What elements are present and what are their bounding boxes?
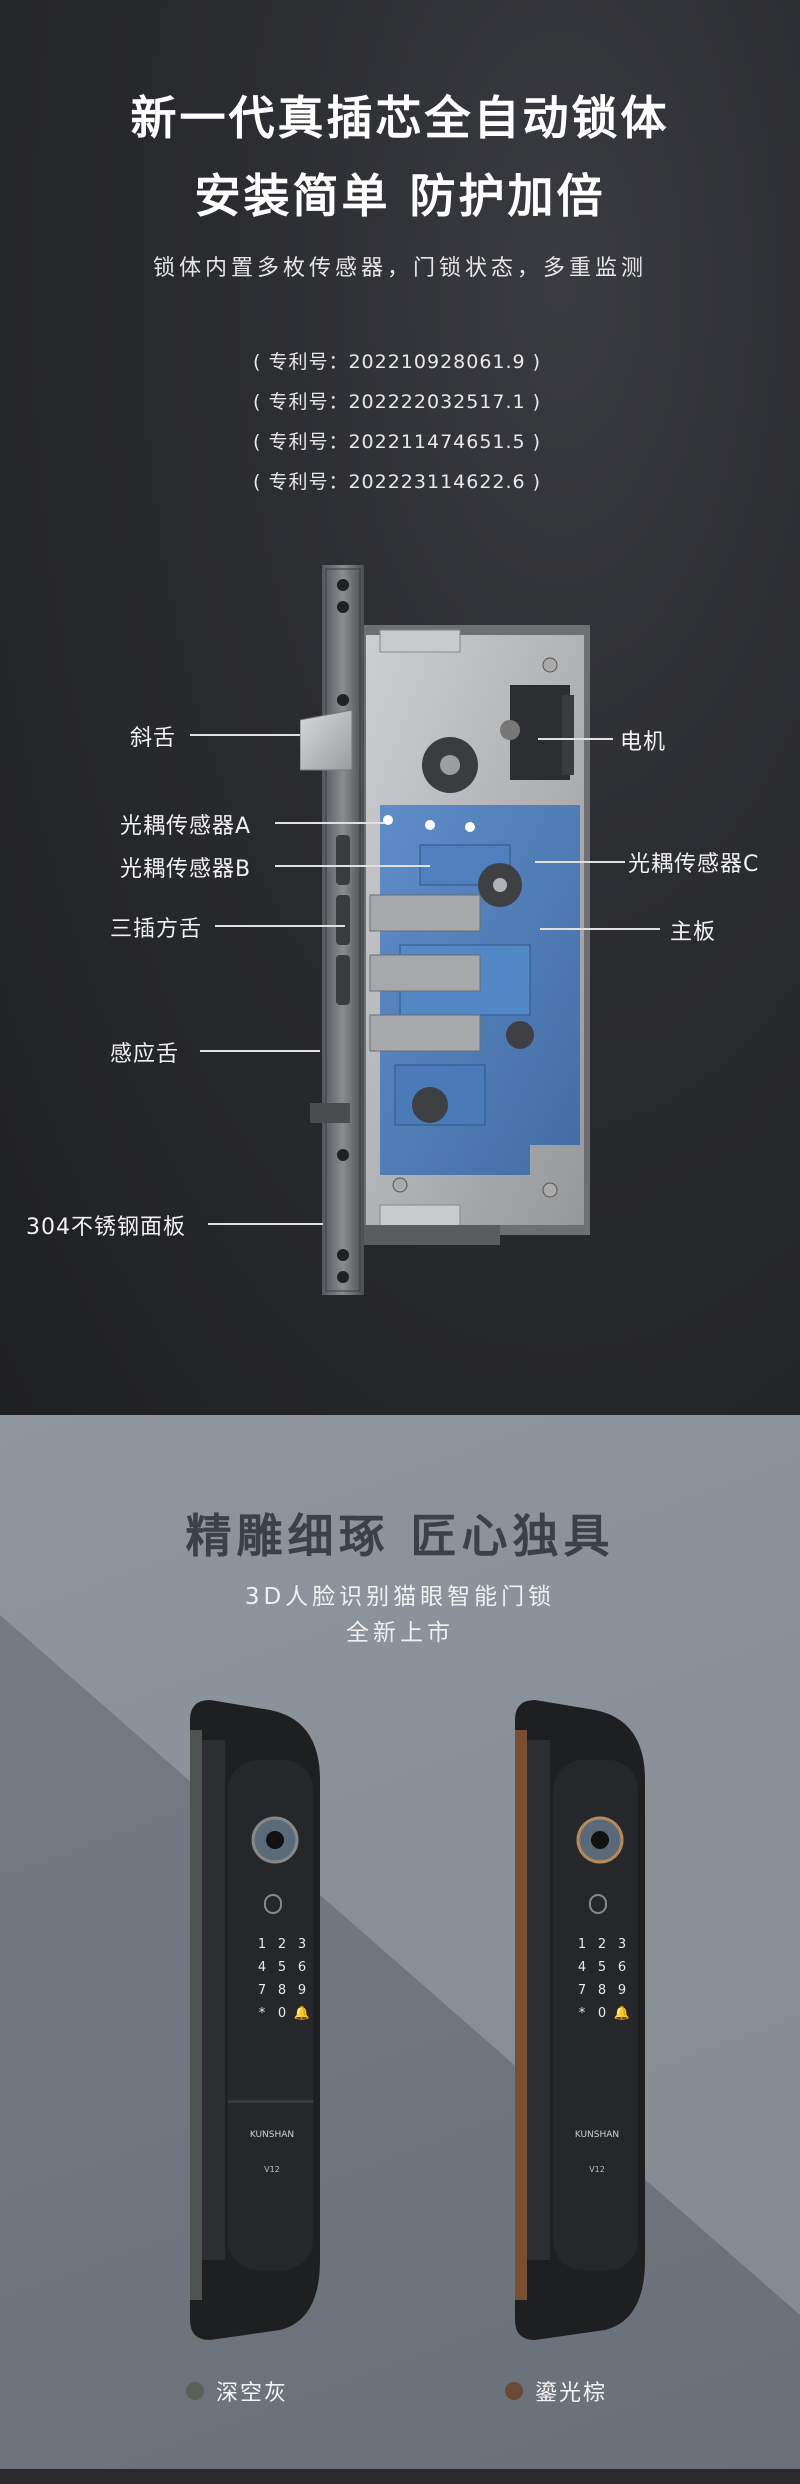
leader-line — [208, 1223, 323, 1225]
bell-icon: 🔔 — [613, 2006, 631, 2021]
patent-item: ( 专利号：202223114622.6 ) — [253, 471, 542, 493]
variant-grey: 深空灰 — [186, 2375, 288, 2407]
brand-text: KUNSHAN — [250, 2130, 294, 2140]
key: 9 — [297, 1983, 307, 1998]
key: 3 — [617, 1937, 627, 1952]
variant-bronze: 鎏光棕 — [505, 2375, 607, 2407]
key: 0 — [597, 2006, 607, 2021]
model-text: V12 — [589, 2165, 605, 2174]
key: 2 — [597, 1937, 607, 1952]
key: 2 — [277, 1937, 287, 1952]
key: 9 — [617, 1983, 627, 1998]
key: 8 — [597, 1983, 607, 1998]
patent-list: ( 专利号：202210928061.9 ) ( 专利号：20222203251… — [253, 348, 541, 508]
variant-label: 鎏光棕 — [535, 2381, 608, 2406]
leader-line — [540, 928, 660, 930]
key: 1 — [577, 1937, 587, 1952]
footer-bar — [0, 2469, 800, 2484]
label-sensor-b: 光耦传感器B — [120, 857, 252, 882]
smart-lock-bronze: KUNSHAN V12 — [515, 1700, 645, 2340]
key: * — [258, 2006, 266, 2021]
lock-subtitle: 锁体内置多枚传感器，门锁状态，多重监测 — [152, 256, 647, 281]
patent-item: ( 专利号：202222032517.1 ) — [253, 391, 542, 413]
patent-item: ( 专利号：202211474651.5 ) — [253, 431, 542, 453]
key: 5 — [597, 1960, 607, 1975]
color-chip — [505, 2382, 523, 2400]
product-section: 精雕细琢 匠心独具 3D人脸识别猫眼智能门锁 全新上市 KUNSHAN V12 … — [0, 1415, 800, 2469]
variant-label: 深空灰 — [216, 2381, 289, 2406]
leader-line — [535, 861, 625, 863]
label-motor: 电机 — [620, 730, 667, 755]
patent-item: ( 专利号：202210928061.9 ) — [253, 351, 542, 373]
product-subtitle-line2: 全新上市 — [346, 1620, 454, 1646]
background-diagonal — [0, 1415, 800, 2469]
label-sensor-a: 光耦传感器A — [120, 814, 252, 839]
key: 4 — [257, 1960, 267, 1975]
leader-line — [538, 738, 613, 740]
bell-icon: 🔔 — [293, 2006, 311, 2021]
smart-lock-grey: KUNSHAN V12 — [190, 1700, 320, 2340]
lock-mortise-illustration — [300, 565, 590, 1295]
label-sensor-c: 光耦传感器C — [628, 852, 760, 877]
label-latch: 斜舌 — [130, 726, 177, 751]
leader-line — [275, 822, 385, 824]
color-chip — [186, 2382, 204, 2400]
label-trigger: 感应舌 — [110, 1042, 180, 1067]
key: 8 — [277, 1983, 287, 1998]
product-title: 精雕细琢 匠心独具 — [185, 1509, 615, 1563]
model-text: V12 — [264, 2165, 280, 2174]
keypad-grey: 1 2 3 4 5 6 7 8 9 * 0 🔔 — [252, 1937, 312, 2021]
key: 3 — [297, 1937, 307, 1952]
lock-body-section: 新一代真插芯全自动锁体 安装简单 防护加倍 锁体内置多枚传感器，门锁状态，多重监… — [0, 0, 800, 1415]
key: * — [578, 2006, 586, 2021]
keypad-bronze: 1 2 3 4 5 6 7 8 9 * 0 🔔 — [572, 1937, 632, 2021]
key: 1 — [257, 1937, 267, 1952]
lock-title-line1: 新一代真插芯全自动锁体 — [130, 91, 670, 145]
label-faceplate: 304不锈钢面板 — [26, 1215, 186, 1240]
key: 0 — [277, 2006, 287, 2021]
leader-line — [200, 1050, 320, 1052]
key: 7 — [257, 1983, 267, 1998]
leader-line — [190, 734, 300, 736]
lock-title-line2: 安装简单 防护加倍 — [194, 169, 606, 223]
key: 5 — [277, 1960, 287, 1975]
label-mainboard: 主板 — [670, 920, 717, 945]
key: 7 — [577, 1983, 587, 1998]
brand-text: KUNSHAN — [575, 2130, 619, 2140]
leader-line — [275, 865, 430, 867]
key: 4 — [577, 1960, 587, 1975]
key: 6 — [297, 1960, 307, 1975]
label-deadbolt: 三插方舌 — [110, 917, 203, 942]
key: 6 — [617, 1960, 627, 1975]
product-subtitle-line1: 3D人脸识别猫眼智能门锁 — [244, 1584, 556, 1610]
leader-line — [215, 925, 345, 927]
